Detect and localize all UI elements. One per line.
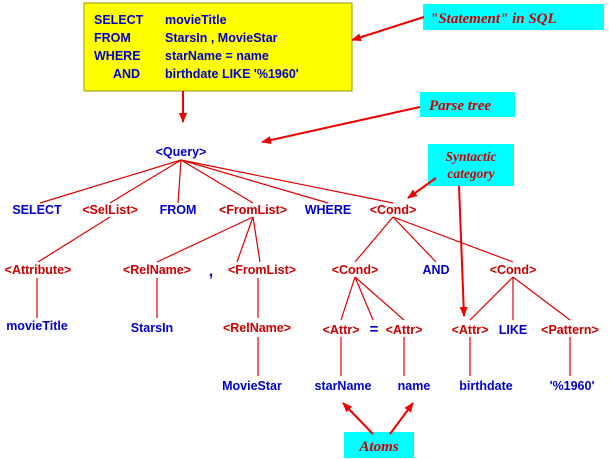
node-attr2: <Attr>	[386, 323, 423, 337]
tree-edges	[36, 159, 571, 376]
sql-keyword-select: SELECT	[94, 13, 144, 27]
edge-query-fromlist	[180, 159, 254, 204]
node-sellist: <SelList>	[82, 203, 138, 217]
arrow-syntactic-to-cond	[407, 177, 437, 199]
node-fromlist2: <FromList>	[228, 263, 296, 277]
arrow-syntactic-to-attr	[458, 185, 468, 317]
node-from: FROM	[160, 203, 197, 217]
callout-atoms-box	[344, 432, 414, 458]
node-moviestar: MovieStar	[222, 379, 282, 393]
node-relname: <RelName>	[123, 263, 191, 277]
edge-condleft-attr2	[354, 276, 405, 321]
sql-clause-and: birthdate LIKE '%1960'	[165, 67, 299, 81]
arrow-parse-tree	[261, 106, 421, 144]
node-like: LIKE	[499, 323, 527, 337]
edge-query-cond	[180, 159, 394, 204]
node-pattern-value: '%1960'	[550, 379, 595, 393]
callout-syntactic-line2: category	[447, 166, 495, 181]
node-select: SELECT	[12, 203, 62, 217]
sql-clause-where: starName = name	[165, 49, 269, 63]
callout-arrows	[179, 16, 468, 435]
edge-query-where	[180, 159, 329, 204]
sql-box-background	[83, 2, 353, 92]
edge-fromlist-comma	[236, 216, 254, 263]
edge-condleft-eq	[354, 276, 374, 321]
arrow-atoms-name	[389, 402, 414, 435]
edge-fromlist-fromlist	[252, 216, 261, 263]
arrow-statement	[351, 16, 425, 42]
edge-condright-pattern	[512, 276, 571, 321]
sql-keyword-and: AND	[113, 67, 140, 81]
callout-statement-text: "Statement" in SQL	[430, 11, 557, 27]
callout-syntactic-box	[428, 144, 514, 186]
node-pattern: <Pattern>	[541, 323, 599, 337]
callout-syntactic-category: Syntactic category	[428, 144, 514, 186]
node-comma: ,	[209, 263, 213, 280]
node-movietitle: movieTitle	[6, 319, 68, 333]
callout-parse-tree-box	[420, 92, 515, 117]
callout-statement-box	[423, 4, 604, 30]
callout-parse-tree: Parse tree	[420, 92, 515, 117]
edge-condright-attr3	[469, 276, 514, 321]
edge-fromlist-relname	[156, 216, 254, 263]
node-attr1: <Attr>	[323, 323, 360, 337]
sql-clause-from: StarsIn , MovieStar	[165, 31, 278, 45]
edge-query-sellist	[109, 159, 182, 204]
edge-query-from	[177, 159, 182, 204]
node-starsin: StarsIn	[131, 321, 173, 335]
edge-cond-condright	[392, 216, 514, 263]
node-name: name	[398, 379, 431, 393]
sql-statement-box: SELECT movieTitle FROM StarsIn , MovieSt…	[83, 2, 353, 92]
node-where: WHERE	[305, 203, 352, 217]
sql-clause-select: movieTitle	[165, 13, 227, 27]
node-cond: <Cond>	[370, 203, 417, 217]
node-query: <Query>	[156, 145, 207, 159]
edge-cond-condleft	[354, 216, 394, 263]
node-attr3: <Attr>	[452, 323, 489, 337]
edge-cond-and	[392, 216, 437, 263]
sql-keyword-from: FROM	[94, 31, 131, 45]
callout-atoms-text: Atoms	[358, 439, 398, 455]
node-and: AND	[422, 263, 449, 277]
node-relname2: <RelName>	[223, 321, 291, 335]
edge-condleft-attr1	[340, 276, 356, 321]
node-attribute: <Attribute>	[5, 263, 72, 277]
callout-parse-tree-text: Parse tree	[429, 98, 491, 114]
callout-syntactic-line1: Syntactic	[446, 149, 497, 164]
tree-nodes: <Query> SELECT <SelList> FROM <FromList>…	[5, 145, 599, 393]
sql-keyword-where: WHERE	[94, 49, 141, 63]
node-fromlist: <FromList>	[219, 203, 287, 217]
edge-query-select	[39, 159, 182, 204]
node-birthdate: birthdate	[459, 379, 513, 393]
edge-sellist-attribute	[37, 216, 111, 263]
callout-atoms: Atoms	[344, 432, 414, 458]
node-cond-left: <Cond>	[332, 263, 379, 277]
node-cond-right: <Cond>	[490, 263, 537, 277]
node-starname: starName	[315, 379, 372, 393]
node-eq: =	[370, 321, 379, 338]
arrow-atoms-starname	[342, 402, 374, 435]
callout-statement: "Statement" in SQL	[423, 4, 604, 30]
